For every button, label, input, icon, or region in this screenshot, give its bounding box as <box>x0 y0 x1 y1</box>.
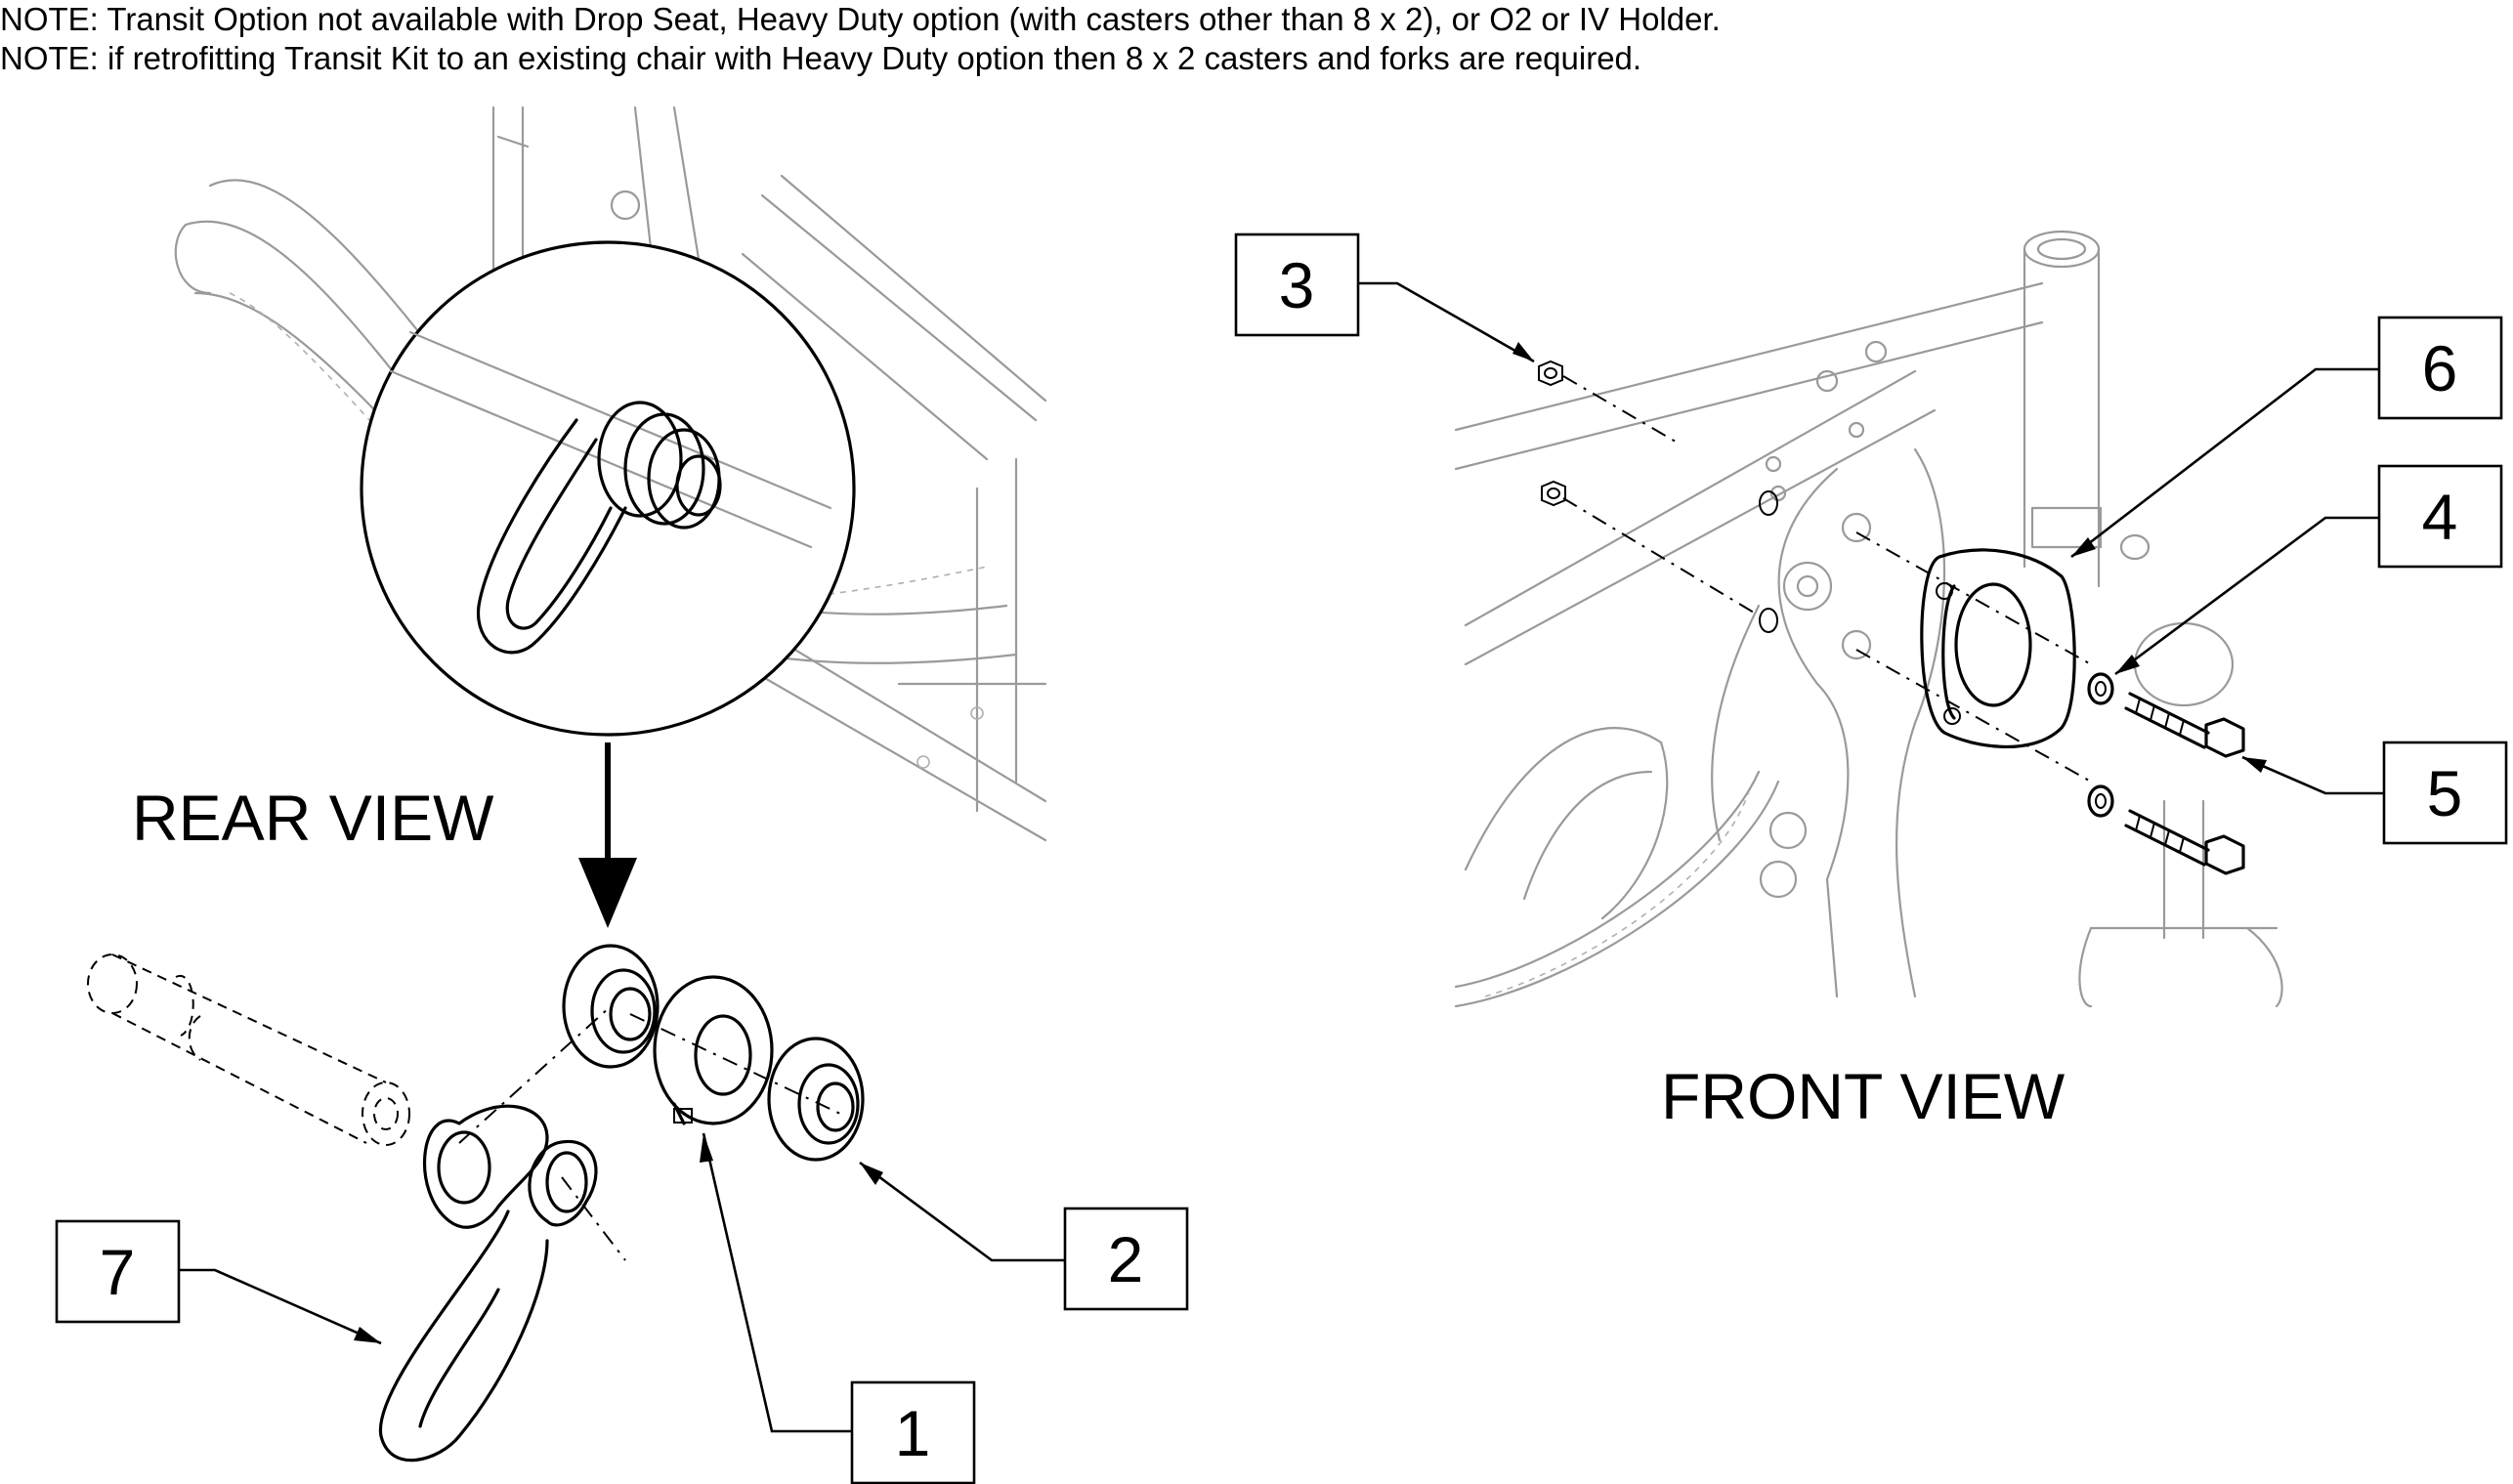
front-view-exploded-parts <box>1538 360 2245 875</box>
callout-3: 3 <box>1234 233 1535 363</box>
note-retrofit-casters: NOTE: if retrofitting Transit Kit to an … <box>0 40 1642 76</box>
shaft-collar-part <box>653 975 774 1125</box>
washer-parts <box>2087 672 2114 818</box>
callout-3-number: 3 <box>1279 249 1315 321</box>
hex-bolt-parts <box>2124 692 2245 875</box>
callout-1-number: 1 <box>895 1397 931 1469</box>
callout-6: 6 <box>2070 316 2503 559</box>
callout-6-number: 6 <box>2422 332 2458 404</box>
callout-5-number: 5 <box>2427 757 2463 829</box>
front-view-label: FRONT VIEW <box>1661 1060 2066 1132</box>
lock-nut-parts <box>1538 360 1778 633</box>
rear-view-zoom-detail <box>360 240 856 737</box>
callout-2: 2 <box>859 1161 1189 1311</box>
callout-1: 1 <box>700 1132 976 1484</box>
rear-view-label: REAR VIEW <box>132 782 494 854</box>
notes-block: NOTE: Transit Option not available with … <box>0 0 1721 78</box>
front-view-chair-frame <box>1454 230 2283 1008</box>
callout-2-number: 2 <box>1108 1223 1144 1295</box>
callout-7-number: 7 <box>100 1236 136 1308</box>
bearing-left-part <box>562 944 660 1069</box>
transit-bracket-plate <box>1920 548 2076 748</box>
detail-arrow <box>578 742 637 928</box>
note-transit-availability: NOTE: Transit Option not available with … <box>0 1 1721 37</box>
bearing-right-part <box>767 1037 865 1162</box>
transit-hook-part <box>378 1104 598 1463</box>
callout-7: 7 <box>55 1219 382 1345</box>
callout-4-number: 4 <box>2422 481 2458 553</box>
callout-4: 4 <box>2114 464 2503 676</box>
callout-5: 5 <box>2241 741 2508 845</box>
rear-view-exploded-parts <box>87 944 865 1463</box>
